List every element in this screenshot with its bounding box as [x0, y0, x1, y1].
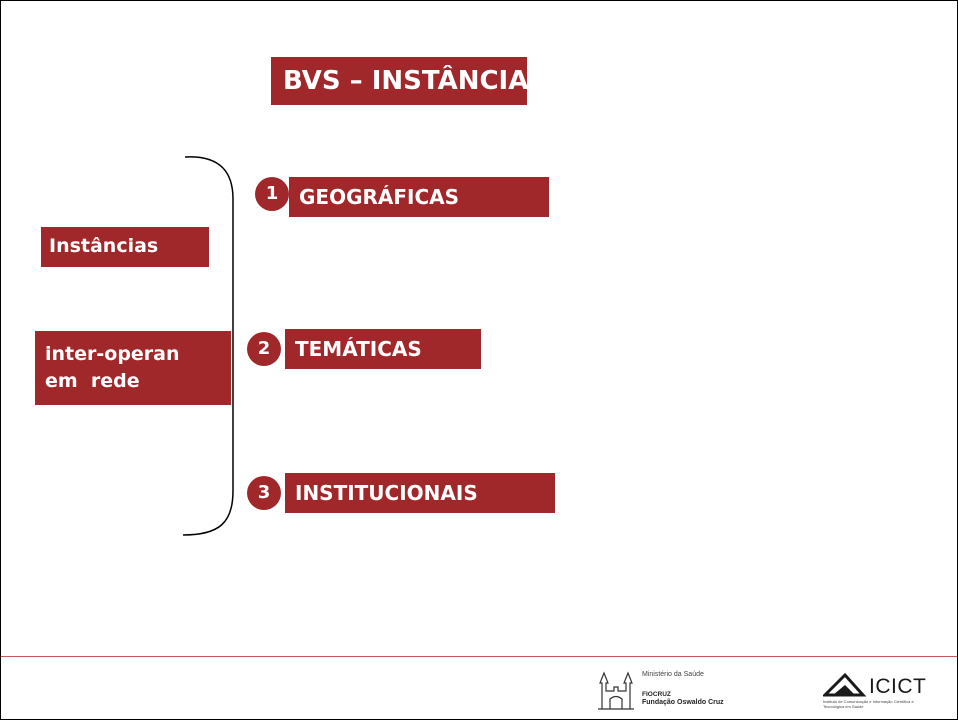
- ministry-label: Ministério da Saúde: [642, 671, 704, 678]
- instancias-box: Instâncias: [41, 227, 209, 267]
- fiocruz-logo: Ministério da Saúde FIOCRUZ Fundação Osw…: [596, 669, 746, 711]
- slide-title: BVS – INSTÂNCIAS: [271, 57, 527, 105]
- category-institucionais: INSTITUCIONAIS: [285, 473, 555, 513]
- inter-operan-line-2: em rede: [45, 370, 140, 392]
- inter-operan-line-1: inter-operan: [45, 343, 180, 365]
- icict-triangle-icon: [823, 672, 867, 697]
- curly-brace: [182, 156, 234, 536]
- icict-label: ICICT: [869, 675, 927, 698]
- category-geograficas: GEOGRÁFICAS: [289, 177, 549, 217]
- number-badge-1: 1: [255, 177, 289, 211]
- icict-logo: ICICT Instituto de Comunicação e Informa…: [823, 669, 933, 711]
- inter-operan-box: inter-operan em rede: [35, 331, 231, 405]
- fiocruz-short-label: FIOCRUZ: [642, 691, 671, 698]
- footer-divider: [1, 656, 957, 657]
- number-badge-3: 3: [247, 476, 281, 510]
- category-tematicas: TEMÁTICAS: [285, 329, 481, 369]
- number-badge-2: 2: [247, 332, 281, 366]
- fiocruz-full-label: Fundação Oswaldo Cruz: [642, 699, 724, 706]
- icict-subtitle: Instituto de Comunicação e Informação Ci…: [823, 699, 914, 709]
- fiocruz-castle-icon: [598, 671, 634, 710]
